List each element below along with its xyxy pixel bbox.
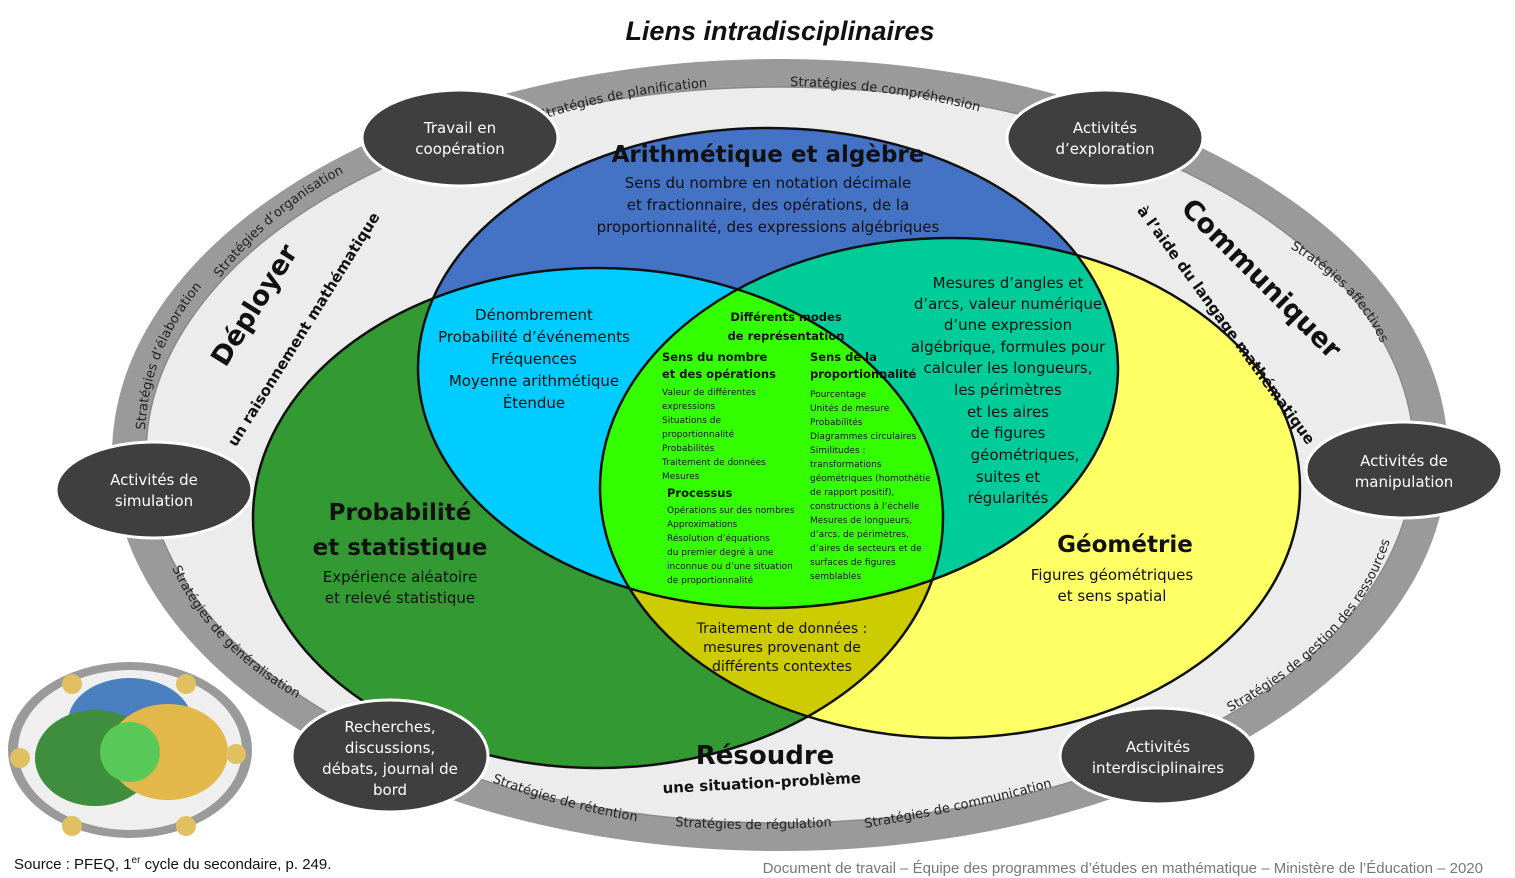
arithmetique-line: proportionnalité, des expressions algébr… xyxy=(597,218,940,236)
arithmetique-title: Arithmétique et algèbre xyxy=(612,142,925,168)
source-citation: Source : PFEQ, 1er cycle du secondaire, … xyxy=(14,855,331,873)
intersect-ag-line: Mesures d’angles et xyxy=(933,274,1084,292)
center-right-item: Similitudes : xyxy=(810,446,866,456)
geometrie-title: Géométrie xyxy=(1057,532,1193,558)
center-process-heading: Processus xyxy=(667,486,732,500)
intersect-ap-line: Dénombrement xyxy=(475,306,593,324)
bubble-label: Activités de xyxy=(110,471,198,489)
probabilite-title: et statistique xyxy=(313,535,488,561)
center-process-item: Approximations xyxy=(667,520,738,530)
center-left-item: Mesures xyxy=(662,472,700,482)
intersect-ag-line: suites et xyxy=(976,468,1040,486)
svg-text:Stratégies de régulation: Stratégies de régulation xyxy=(675,815,833,833)
bubble-recherches: Recherches, discussions, débats, journal… xyxy=(290,698,490,814)
bubble-label: coopération xyxy=(415,140,504,158)
probabilite-line: Expérience aléatoire xyxy=(323,568,478,586)
bubble-label: discussions, xyxy=(345,739,435,757)
center-process-item: de proportionnalité xyxy=(667,575,754,586)
arithmetique-line: et fractionnaire, des opérations, de la xyxy=(627,196,910,214)
bubble-label: Activités xyxy=(1126,738,1190,756)
intersect-ag-line: régularités xyxy=(968,489,1049,507)
center-process-item: Opérations sur des nombres xyxy=(667,505,795,516)
center-right-item: transformations xyxy=(810,460,882,470)
strategy-regulation: Stratégies de régulation xyxy=(675,815,833,833)
bubble-label: simulation xyxy=(115,492,193,510)
center-process-item: du premier degré à une xyxy=(667,547,774,558)
geometrie-line: et sens spatial xyxy=(1058,587,1167,605)
center-left-item: Situations de xyxy=(662,416,721,426)
source-sup: er xyxy=(131,855,141,866)
arithmetique-line: Sens du nombre en notation décimale xyxy=(625,174,911,192)
bubble-label: d’exploration xyxy=(1055,140,1154,158)
bubble-label: bord xyxy=(373,781,407,799)
source-text: Source : PFEQ, 1 xyxy=(14,856,132,873)
source-text: cycle du secondaire, p. 249. xyxy=(140,856,332,873)
intersect-ag-line: les périmètres xyxy=(954,381,1062,399)
bubble-interdisciplinaires: Activités interdisciplinaires xyxy=(1058,706,1258,806)
center-right-heading: proportionnalité xyxy=(810,367,916,381)
center-title: Différents modes xyxy=(730,310,842,324)
bubble-label: interdisciplinaires xyxy=(1092,759,1224,777)
center-left-item: Probabilités xyxy=(662,443,715,454)
intersect-ag-line: de figures xyxy=(971,424,1046,442)
center-right-item: Probabilités xyxy=(810,417,863,428)
bubble-label: manipulation xyxy=(1355,473,1454,491)
intersect-ag-line: algébrique, formules pour xyxy=(911,338,1106,356)
competency-resoudre: Résoudre xyxy=(696,741,835,771)
bubble-label: Activités de xyxy=(1360,452,1448,470)
center-right-item: d’aires de secteurs et de xyxy=(810,544,922,554)
center-right-item: surfaces de figures xyxy=(810,558,896,568)
bubble-cooperation: Travail en coopération xyxy=(360,88,560,188)
intersect-ap-text: Dénombrement Probabilité d’événements Fr… xyxy=(438,306,630,412)
center-right-item: d’arcs, de périmètres, xyxy=(810,529,909,540)
bubble-exploration: Activités d’exploration xyxy=(1005,88,1205,188)
intersect-ag-line: calculer les longueurs, xyxy=(923,359,1092,377)
center-left-item: expressions xyxy=(662,402,716,412)
center-left-heading: et des opérations xyxy=(662,367,776,381)
center-process-item: Résolution d’équations xyxy=(667,533,770,544)
intersect-pg-line: mesures provenant de xyxy=(703,640,861,656)
geometrie-line: Figures géométriques xyxy=(1031,566,1194,584)
center-right-item: géométriques (homothétie xyxy=(810,473,931,484)
center-left-item: Traitement de données xyxy=(661,457,766,468)
center-left-item: proportionnalité xyxy=(662,429,735,440)
page-title: Liens intradisciplinaires xyxy=(625,16,935,46)
bubble-label: Recherches, xyxy=(344,718,435,736)
center-right-item: Diagrammes circulaires xyxy=(810,432,917,442)
center-right-item: constructions à l’échelle xyxy=(810,501,920,512)
intersect-ap-line: Étendue xyxy=(503,393,565,412)
center-right-item: de rapport positif), xyxy=(810,488,894,498)
intersect-pg-line: différents contextes xyxy=(712,659,852,675)
intersect-pg-line: Traitement de données : xyxy=(696,621,868,637)
intersect-ap-line: Fréquences xyxy=(491,350,577,368)
intersect-ag-line: et les aires xyxy=(967,403,1049,421)
center-left-item: Valeur de différentes xyxy=(662,387,756,398)
intersect-ag-line: géométriques, xyxy=(971,446,1080,464)
bubble-label: Activités xyxy=(1073,119,1137,137)
center-right-item: Mesures de longueurs, xyxy=(810,516,912,526)
bubble-simulation: Activités de simulation xyxy=(54,440,254,540)
probabilite-title: Probabilité xyxy=(329,500,472,526)
intersect-center xyxy=(600,268,943,608)
thumbnail-image xyxy=(8,662,252,838)
center-right-item: semblables xyxy=(810,572,861,582)
intersect-ag-line: d’arcs, valeur numérique xyxy=(914,295,1102,313)
center-left-heading: Sens du nombre xyxy=(662,350,768,364)
intersect-ap-line: Probabilité d’événements xyxy=(438,328,630,346)
center-process-item: inconnue ou d’une situation xyxy=(667,562,793,572)
bubble-label: Travail en xyxy=(423,119,496,137)
center-right-item: Pourcentage xyxy=(810,390,867,400)
intersect-ag-line: d’une expression xyxy=(944,316,1072,334)
credit-line: Document de travail – Équipe des program… xyxy=(762,860,1483,877)
center-title: de représentation xyxy=(728,329,845,343)
bubble-label: débats, journal de xyxy=(322,760,458,778)
probabilite-line: et relevé statistique xyxy=(325,589,475,607)
center-right-item: Unités de mesure xyxy=(810,403,890,414)
center-right-heading: Sens de la xyxy=(810,350,877,364)
bubble-manipulation: Activités de manipulation xyxy=(1304,420,1504,520)
intersect-ap-line: Moyenne arithmétique xyxy=(449,372,619,390)
